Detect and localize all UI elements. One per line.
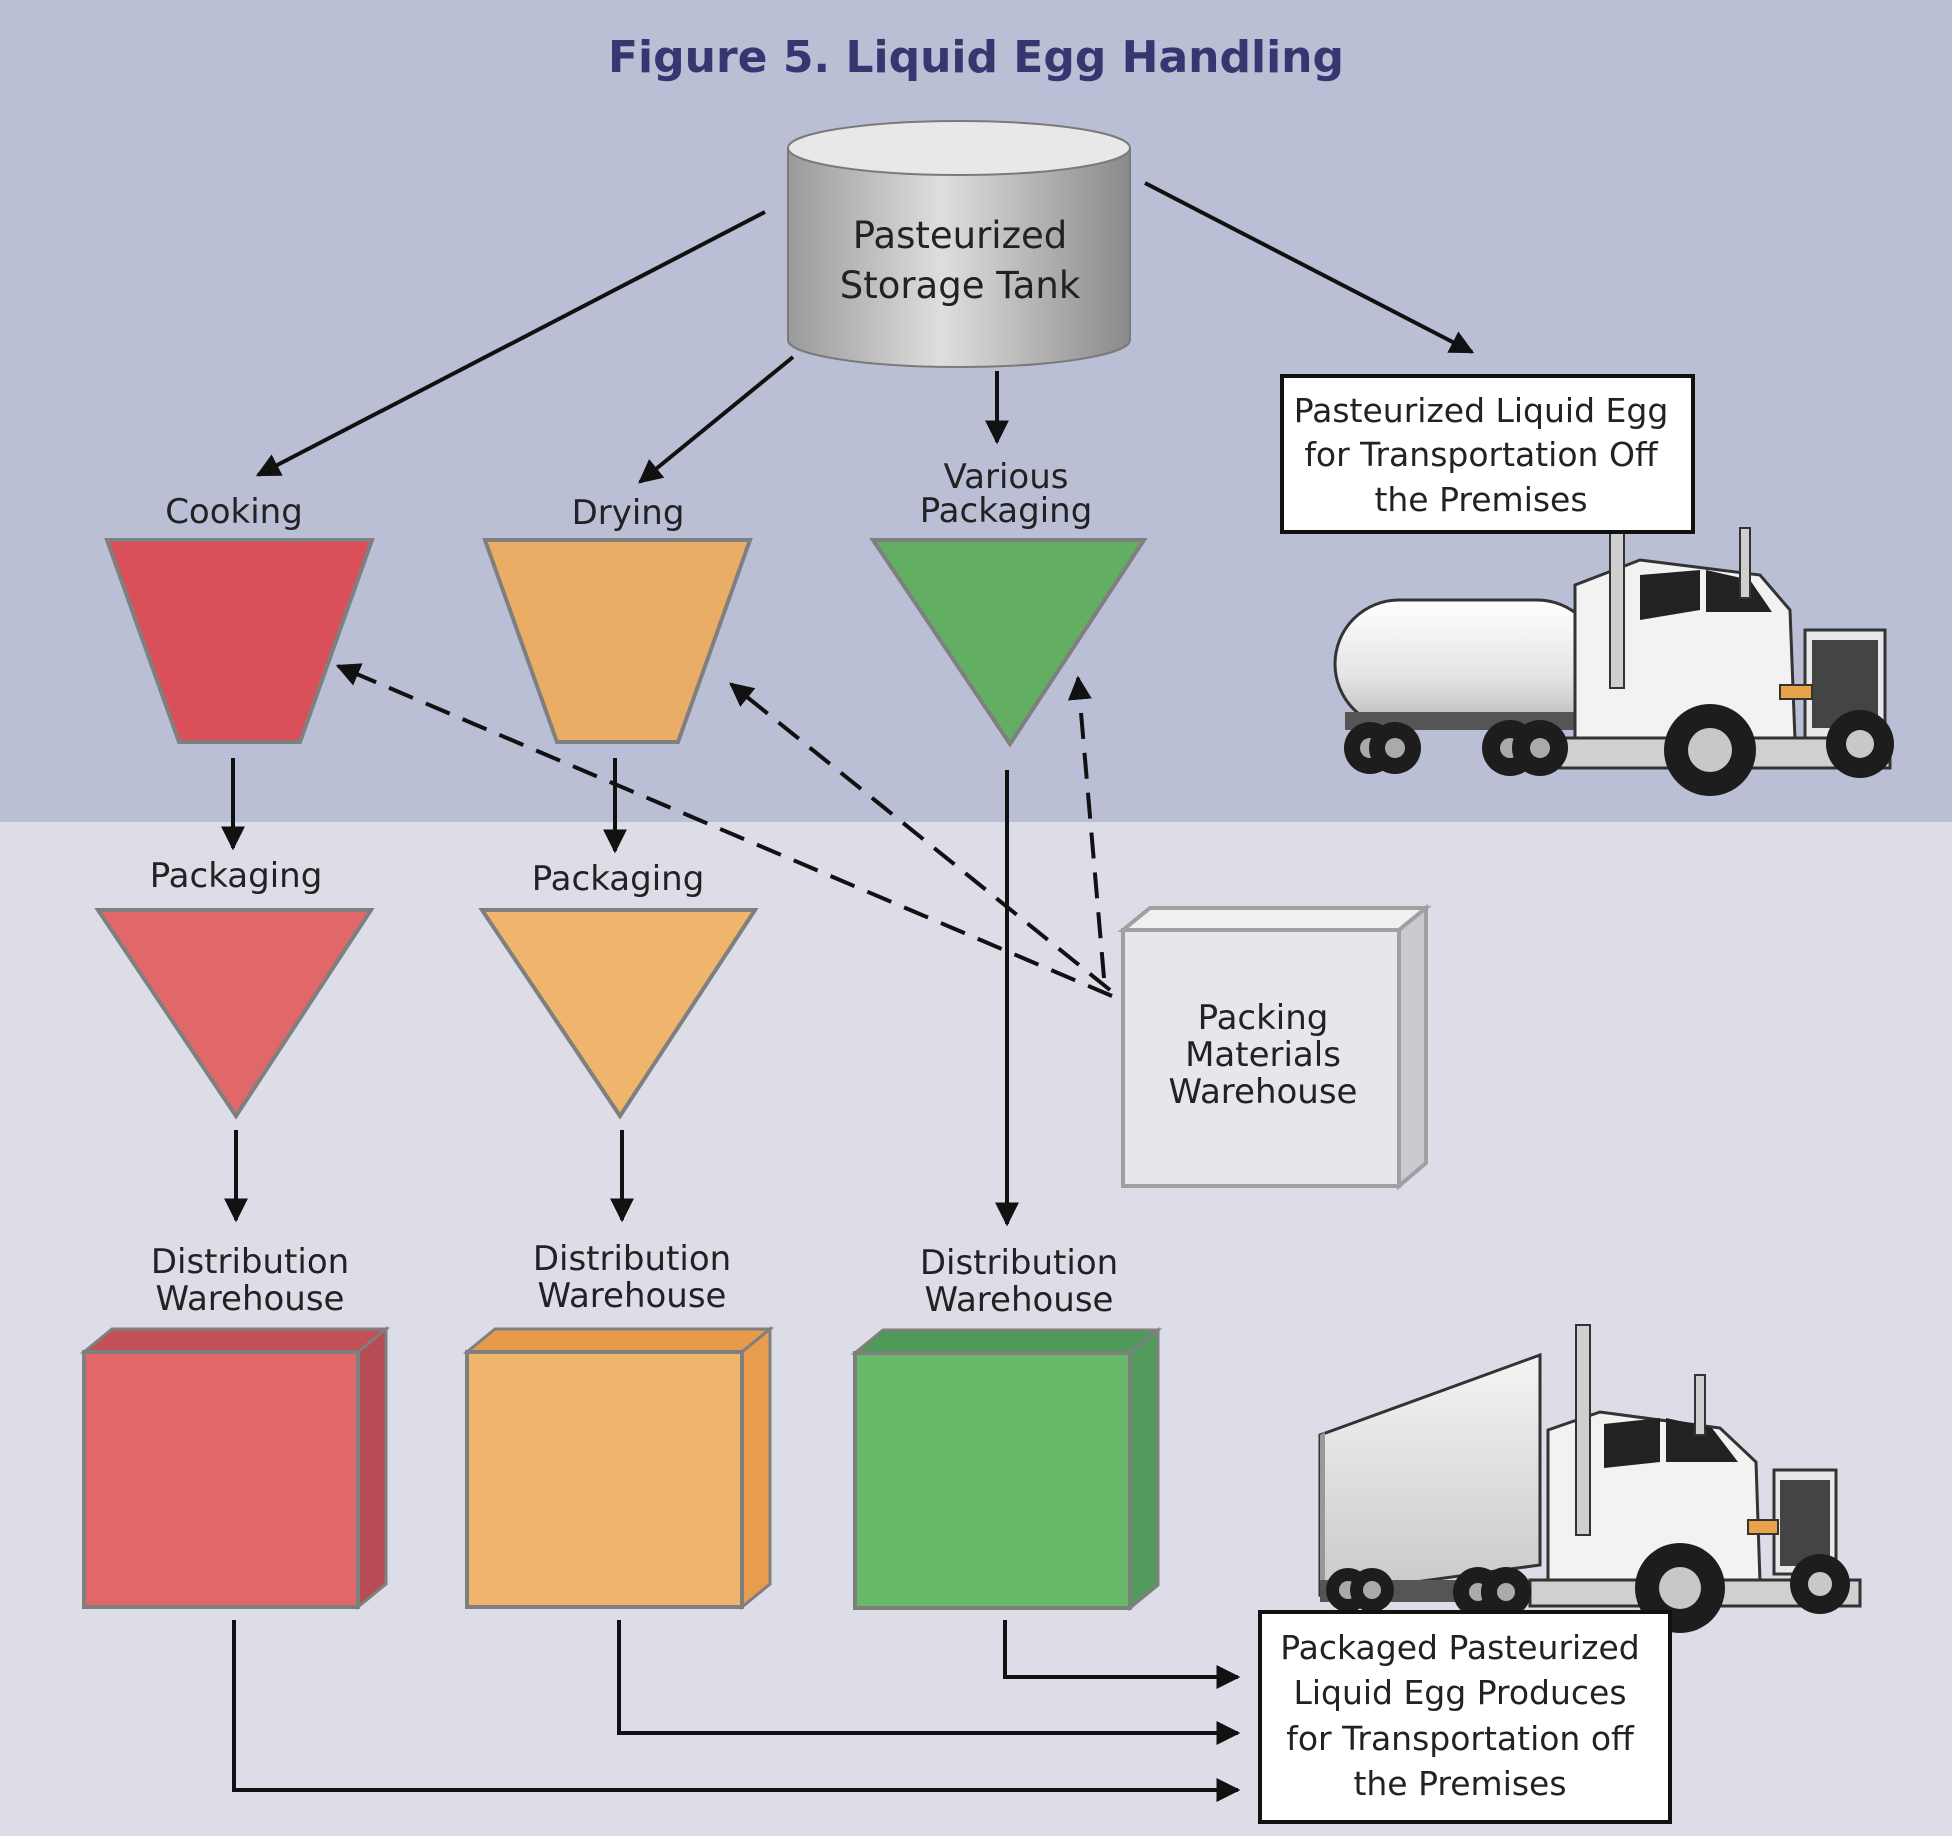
dashed-arrow-to-drying (729, 682, 1112, 992)
arrow-tank-to-cooking (255, 210, 766, 477)
arrow-tank-to-transport (1144, 181, 1475, 354)
arrow-orange-to-packaged (617, 1620, 1241, 1745)
packaging-red-shape (94, 908, 375, 1120)
cooking-shape (104, 538, 375, 744)
various-label-line2: Packaging (920, 491, 1093, 531)
distribution-red-label-line2: Warehouse (156, 1279, 345, 1319)
distribution-green-cube (850, 1326, 1163, 1612)
tanker-truck-icon (1333, 487, 1894, 796)
distribution-green-label-line1: Distribution (920, 1243, 1118, 1283)
drying-shape (482, 538, 753, 744)
dashed-arrow-to-cooking (335, 663, 1113, 998)
liquid-transport-box (1280, 374, 1695, 534)
distribution-green-label-line2: Warehouse (925, 1280, 1114, 1320)
distribution-orange-cube (462, 1325, 775, 1611)
liquid-box-line3: the Premises (1374, 480, 1587, 519)
packaged-box-line2: Liquid Egg Produces (1293, 1673, 1626, 1712)
figure-title: Figure 5. Liquid Egg Handling (608, 32, 1344, 83)
packaging-red-label: Packaging (150, 856, 323, 896)
packaged-box-line3: for Transportation off (1286, 1719, 1635, 1758)
packaging-orange-shape (478, 908, 759, 1120)
dashed-arrow-to-various (1067, 675, 1106, 979)
packing-label-line2: Materials (1185, 1035, 1341, 1075)
distribution-orange-label-line1: Distribution (533, 1239, 731, 1279)
liquid-box-line1: Pasteurized Liquid Egg (1294, 391, 1669, 430)
packing-label-line1: Packing (1198, 998, 1329, 1038)
box-truck-icon (1318, 1324, 1862, 1633)
packaged-transport-box (1258, 1610, 1672, 1824)
distribution-orange-label-line2: Warehouse (538, 1276, 727, 1316)
packaging-orange-label: Packaging (532, 859, 705, 899)
distribution-red-cube (79, 1325, 391, 1611)
packaged-box-line1: Packaged Pasteurized (1280, 1628, 1640, 1667)
liquid-box-line2: for Transportation Off (1304, 435, 1659, 474)
distribution-red-label-line1: Distribution (151, 1242, 349, 1282)
various-label-line1: Various (944, 457, 1069, 497)
various-packaging-shape (869, 538, 1148, 748)
storage-tank-icon (787, 120, 1131, 368)
tank-label-line2: Storage Tank (840, 264, 1081, 307)
arrow-green-to-packaged (1003, 1620, 1241, 1689)
tank-label-line1: Pasteurized (853, 214, 1067, 257)
drying-label: Drying (572, 493, 685, 533)
cooking-label: Cooking (165, 492, 303, 532)
packaged-box-line4: the Premises (1353, 1764, 1566, 1803)
arrow-tank-to-drying (638, 355, 795, 484)
warehouse-cube-icon (1117, 903, 1432, 1191)
packing-label-line3: Warehouse (1169, 1072, 1358, 1112)
arrow-red-to-packaged (232, 1620, 1241, 1802)
